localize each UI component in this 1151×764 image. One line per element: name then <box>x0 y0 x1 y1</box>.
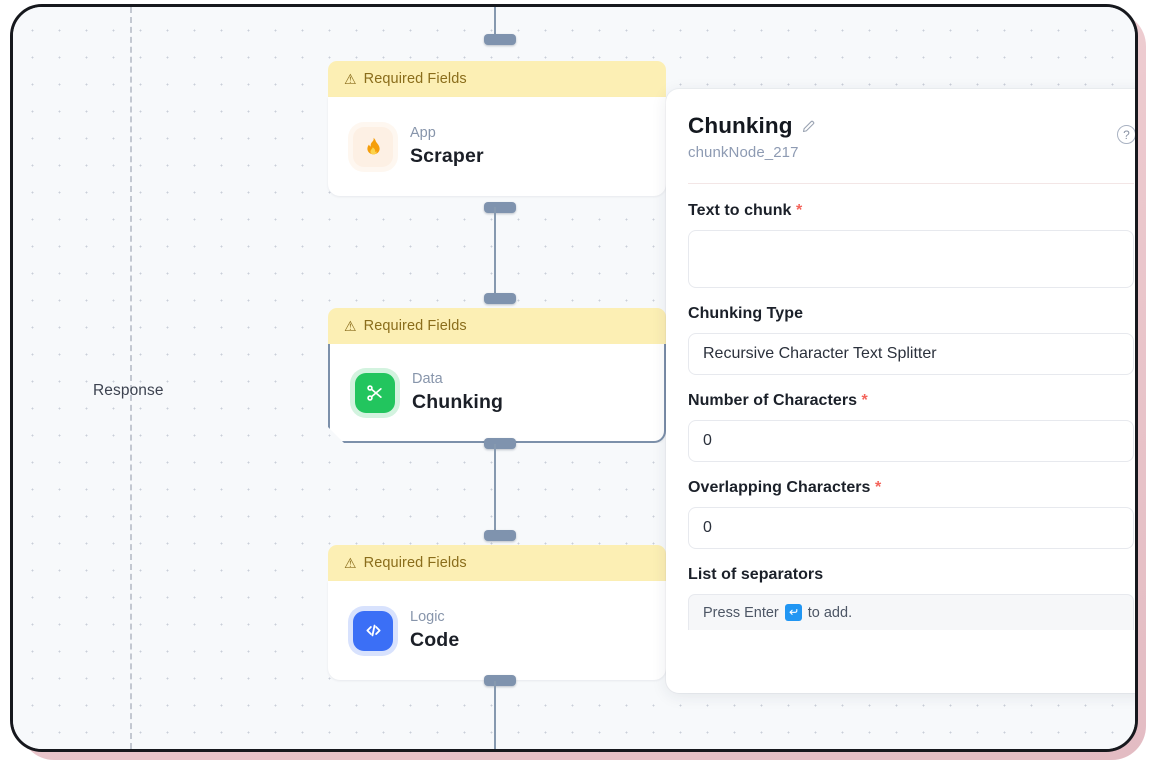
label-text: List of separators <box>688 566 824 583</box>
node-config-panel: Chunking chunkNode_217 ? Text to chunk * <box>666 89 1135 693</box>
field-list-of-separators-label: List of separators <box>688 566 1134 584</box>
list-of-separators-input[interactable]: Press Enter to add. <box>688 594 1134 630</box>
panel-title-row: Chunking <box>688 113 1134 139</box>
node-chunking-required-banner: ⚠ Required Fields <box>328 308 666 344</box>
node-chunking-title: Chunking <box>412 391 504 414</box>
separators-hint-suffix: to add. <box>807 604 853 621</box>
node-chunking-card[interactable]: Data Chunking <box>328 344 666 443</box>
help-icon-glyph: ? <box>1123 127 1130 142</box>
warning-triangle-icon: ⚠ <box>344 555 357 571</box>
response-label: Response <box>93 382 164 399</box>
scissors-icon <box>355 373 395 413</box>
handle-code-bottom[interactable] <box>484 675 516 686</box>
node-scraper-card[interactable]: App Scraper <box>328 97 666 196</box>
handle-scraper-bottom[interactable] <box>484 202 516 213</box>
handle-scraper-top[interactable] <box>484 34 516 45</box>
panel-header: Chunking chunkNode_217 ? <box>666 89 1135 161</box>
field-chunking-type: Chunking Type Recursive Character Text S… <box>688 305 1134 375</box>
chunking-type-select[interactable]: Recursive Character Text Splitter <box>688 333 1134 375</box>
field-text-to-chunk: Text to chunk * <box>688 202 1134 288</box>
label-text: Text to chunk <box>688 202 792 219</box>
required-asterisk: * <box>861 392 868 409</box>
node-scraper-text: App Scraper <box>410 124 484 170</box>
fire-icon <box>353 126 393 167</box>
panel-title: Chunking <box>688 113 793 138</box>
node-chunking-text: Data Chunking <box>412 370 503 416</box>
field-chunking-type-label: Chunking Type <box>688 305 1134 323</box>
required-asterisk: * <box>875 479 882 496</box>
code-brackets-icon <box>353 610 393 651</box>
overlapping-characters-input[interactable]: 0 <box>688 507 1134 549</box>
panel-divider <box>688 183 1134 184</box>
node-code[interactable]: ⚠ Required Fields Logic Code <box>328 545 666 680</box>
handle-code-top[interactable] <box>484 530 516 541</box>
pencil-icon[interactable] <box>801 119 816 134</box>
node-scraper-required-banner: ⚠ Required Fields <box>328 61 666 97</box>
field-text-to-chunk-label: Text to chunk * <box>688 202 1134 220</box>
node-scraper[interactable]: ⚠ Required Fields App Scraper <box>328 61 666 196</box>
edge-scraper-chunking[interactable] <box>494 207 496 297</box>
field-list-of-separators: List of separators Press Enter to add. <box>688 566 1134 630</box>
field-number-of-characters-label: Number of Characters * <box>688 392 1134 410</box>
label-text: Overlapping Characters <box>688 479 871 496</box>
edge-incoming-scraper[interactable] <box>494 7 496 37</box>
handle-chunking-bottom[interactable] <box>484 438 516 449</box>
panel-node-id: chunkNode_217 <box>688 144 799 161</box>
label-text: Chunking Type <box>688 305 804 322</box>
node-scraper-title: Scraper <box>410 145 484 168</box>
warning-triangle-icon: ⚠ <box>344 318 357 334</box>
warning-triangle-icon: ⚠ <box>344 71 357 87</box>
text-to-chunk-input[interactable] <box>688 230 1134 288</box>
node-code-kind: Logic <box>410 608 445 625</box>
panel-body: Text to chunk * Chunking Type Recursive … <box>666 184 1135 630</box>
help-circle-icon[interactable]: ? <box>1117 125 1135 144</box>
edge-chunking-code[interactable] <box>494 444 496 534</box>
node-code-title: Code <box>410 629 460 652</box>
node-scraper-kind: App <box>410 124 436 141</box>
enter-key-icon <box>784 604 802 621</box>
alignment-guide-line <box>130 7 132 749</box>
node-scraper-banner-label: Required Fields <box>363 71 467 87</box>
label-text: Number of Characters <box>688 392 858 409</box>
field-overlapping-characters-label: Overlapping Characters * <box>688 479 1134 497</box>
field-number-of-characters: Number of Characters * 0 <box>688 392 1134 462</box>
field-overlapping-characters: Overlapping Characters * 0 <box>688 479 1134 549</box>
required-asterisk: * <box>795 202 803 219</box>
node-chunking[interactable]: ⚠ Required Fields Data Chunking <box>328 308 666 443</box>
node-chunking-banner-label: Required Fields <box>363 318 467 334</box>
separators-hint-prefix: Press Enter <box>703 604 779 621</box>
node-code-required-banner: ⚠ Required Fields <box>328 545 666 581</box>
node-code-text: Logic Code <box>410 608 459 654</box>
number-of-characters-input[interactable]: 0 <box>688 420 1134 462</box>
handle-chunking-top[interactable] <box>484 293 516 304</box>
device-frame: Response ⚠ Required Fields App Scraper <box>10 4 1138 752</box>
edge-outgoing-code[interactable] <box>494 681 496 749</box>
node-code-card[interactable]: Logic Code <box>328 581 666 680</box>
node-chunking-kind: Data <box>412 370 443 387</box>
node-code-banner-label: Required Fields <box>363 555 467 571</box>
